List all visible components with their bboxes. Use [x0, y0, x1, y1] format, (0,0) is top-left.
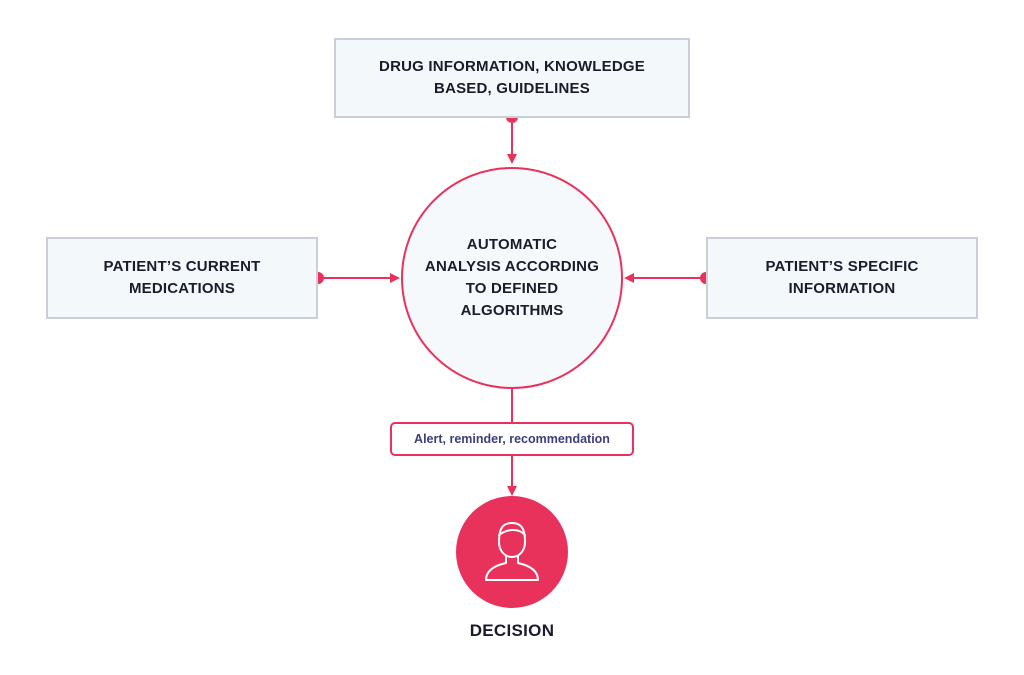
output-label-text: Alert, reminder, recommendation	[414, 432, 610, 446]
input-box-specific-information-line2: INFORMATION	[788, 280, 896, 297]
decision-circle	[456, 496, 568, 608]
input-box-current-medications: PATIENT’S CURRENT MEDICATIONS	[46, 237, 318, 319]
person-icon	[485, 522, 539, 581]
input-box-drug-information: DRUG INFORMATION, KNOWLEDGE BASED, GUIDE…	[334, 38, 690, 118]
input-box-specific-information: PATIENT’S SPECIFIC INFORMATION	[706, 237, 978, 319]
input-box-current-medications-line2: MEDICATIONS	[128, 280, 236, 297]
analysis-label: AUTOMATIC ANALYSIS ACCORDING TO DEFINED …	[414, 228, 610, 328]
input-box-drug-information-line1: DRUG INFORMATION, KNOWLEDGE	[379, 58, 645, 75]
output-label-box: Alert, reminder, recommendation	[390, 422, 634, 456]
analysis-label-line1: AUTOMATIC	[466, 236, 558, 253]
input-box-specific-information-line1: PATIENT’S SPECIFIC	[765, 258, 919, 275]
input-box-drug-information-line2: BASED, GUIDELINES	[434, 80, 590, 97]
analysis-label-line2: ANALYSIS ACCORDING	[424, 258, 600, 275]
input-box-current-medications-line1: PATIENT’S CURRENT	[103, 258, 261, 275]
analysis-label-line4: ALGORITHMS	[460, 302, 564, 319]
analysis-label-line3: TO DEFINED	[465, 280, 559, 297]
decision-label: DECISION	[469, 621, 555, 640]
